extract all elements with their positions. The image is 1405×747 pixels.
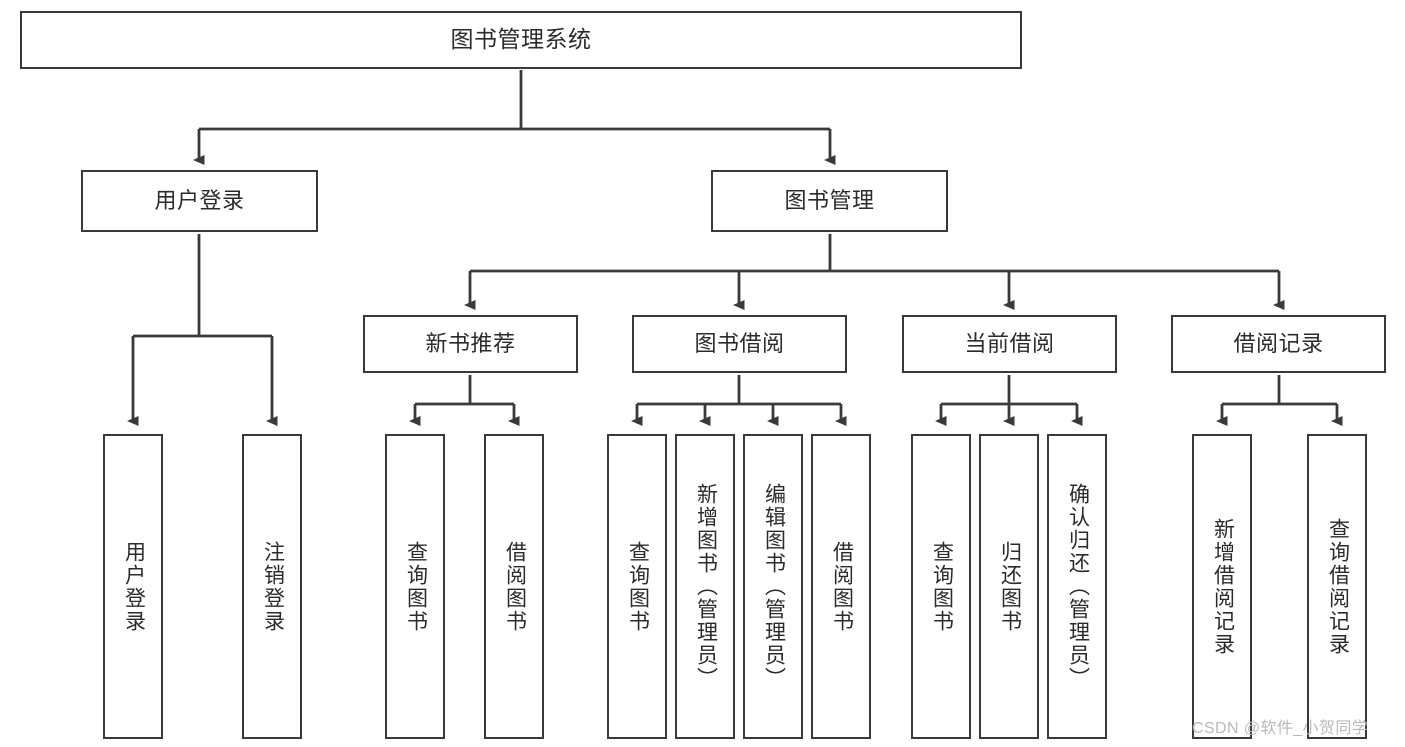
csdn-watermark: CSDN @软件_小贺同学 xyxy=(1192,720,1369,737)
node-leaf-add-borrow-record[interactable]: 新增借阅记录 xyxy=(1192,434,1252,739)
node-label: 查询图书 xyxy=(930,540,954,633)
node-label: 借阅图书 xyxy=(830,540,854,633)
node-leaf-return-book[interactable]: 归还图书 xyxy=(979,434,1039,739)
node-leaf-query-borrow-record[interactable]: 查询借阅记录 xyxy=(1307,434,1367,739)
node-label: 用户登录 xyxy=(122,540,146,633)
node-label: 归还图书 xyxy=(998,540,1022,633)
node-label: 查询图书 xyxy=(626,540,650,633)
node-leaf-add-book-admin[interactable]: 新增图书（管理员） xyxy=(675,434,735,739)
node-label: 用户登录 xyxy=(154,187,245,213)
node-leaf-query-book-recommend[interactable]: 查询图书 xyxy=(385,434,445,739)
node-label: 查询图书 xyxy=(404,540,428,633)
node-leaf-user-login[interactable]: 用户登录 xyxy=(103,434,163,739)
node-label: 图书管理 xyxy=(784,187,875,213)
node-leaf-query-book-current[interactable]: 查询图书 xyxy=(911,434,971,739)
node-new-book-recommendation[interactable]: 新书推荐 xyxy=(363,315,578,373)
node-label: 图书管理系统 xyxy=(450,26,592,53)
node-book-management[interactable]: 图书管理 xyxy=(711,170,948,232)
node-label: 当前借阅 xyxy=(964,330,1055,356)
node-leaf-query-book-borrow[interactable]: 查询图书 xyxy=(607,434,667,739)
node-label: 新增图书（管理员） xyxy=(694,483,718,690)
node-leaf-edit-book-admin[interactable]: 编辑图书（管理员） xyxy=(743,434,803,739)
node-label: 图书借阅 xyxy=(694,330,785,356)
node-leaf-borrow-book-recommend[interactable]: 借阅图书 xyxy=(484,434,544,739)
node-user-login[interactable]: 用户登录 xyxy=(81,170,318,232)
node-label: 编辑图书（管理员） xyxy=(762,483,786,690)
node-label: 新增借阅记录 xyxy=(1211,517,1235,656)
node-book-management-system[interactable]: 图书管理系统 xyxy=(20,11,1022,69)
node-current-borrowing[interactable]: 当前借阅 xyxy=(902,315,1117,373)
node-leaf-borrow-book[interactable]: 借阅图书 xyxy=(811,434,871,739)
node-label: 确认归还（管理员） xyxy=(1066,483,1090,690)
node-label: 新书推荐 xyxy=(425,330,516,356)
node-leaf-confirm-return-admin[interactable]: 确认归还（管理员） xyxy=(1047,434,1107,739)
node-label: 注销登录 xyxy=(261,540,285,633)
node-label: 借阅记录 xyxy=(1233,330,1324,356)
node-borrowing-record[interactable]: 借阅记录 xyxy=(1171,315,1386,373)
node-leaf-logout[interactable]: 注销登录 xyxy=(242,434,302,739)
node-book-borrowing[interactable]: 图书借阅 xyxy=(632,315,847,373)
node-label: 借阅图书 xyxy=(503,540,527,633)
node-label: 查询借阅记录 xyxy=(1326,517,1350,656)
